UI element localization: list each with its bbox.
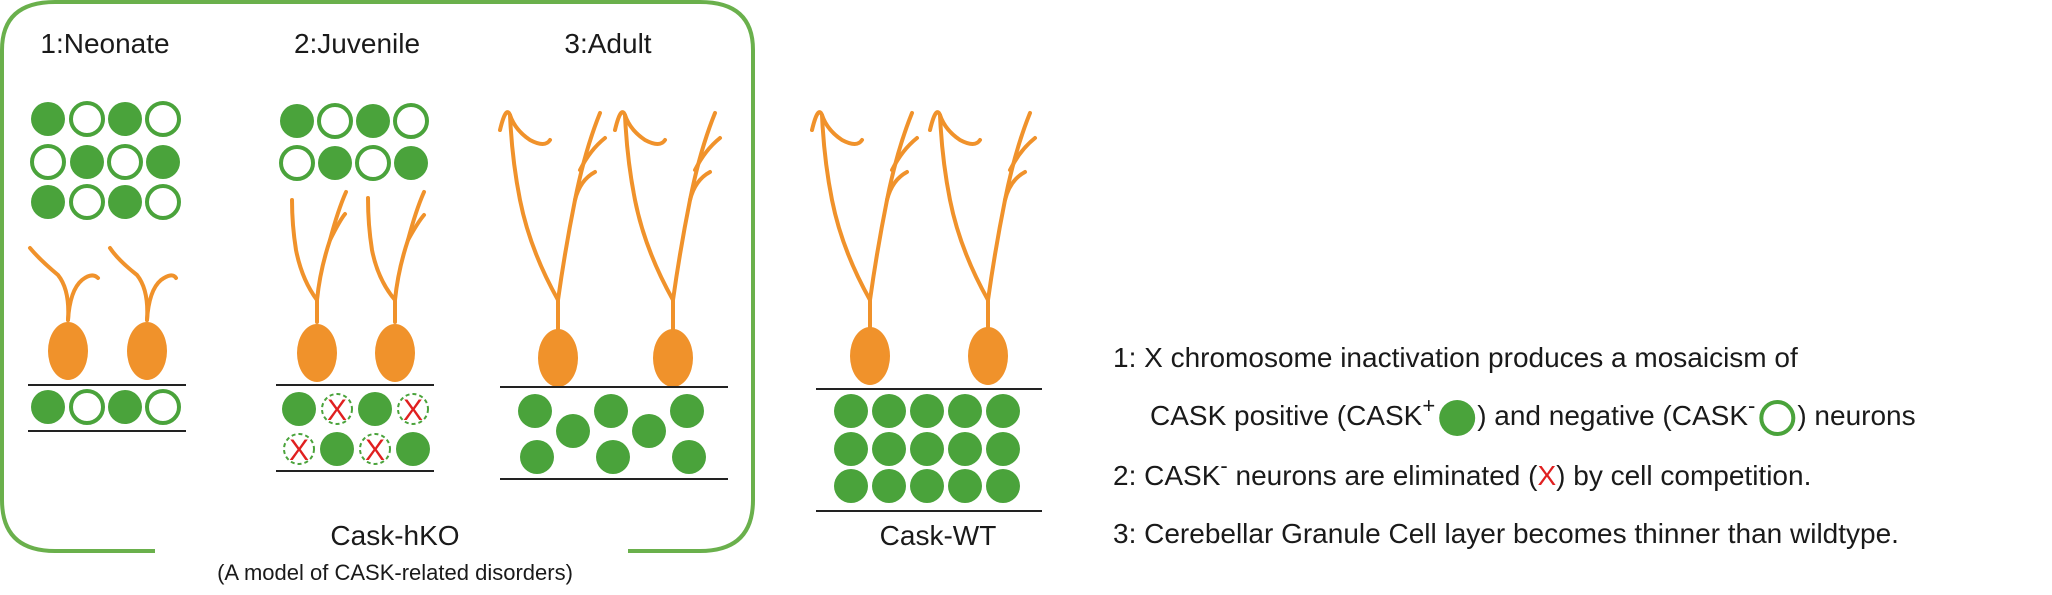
neonate-purkinje-cells — [28, 246, 178, 322]
hko-frame — [0, 0, 755, 553]
svg-text:X: X — [327, 394, 347, 427]
purkinje-soma — [968, 327, 1008, 385]
cask-positive-cell-icon — [596, 440, 630, 474]
cask-positive-cell-icon — [31, 102, 65, 136]
eliminated-cell-x-icon: X — [359, 433, 391, 467]
purkinje-soma — [127, 322, 167, 380]
cask-negative-cell-icon — [69, 101, 105, 137]
purkinje-soma — [297, 324, 337, 382]
purkinje-soma — [375, 324, 415, 382]
purkinje-soma — [653, 329, 693, 387]
cask-negative-cell-icon — [30, 144, 66, 180]
legend-cask-positive-icon — [1439, 400, 1476, 436]
cask-positive-cell-icon — [834, 469, 868, 503]
cask-positive-cell-icon — [986, 469, 1020, 503]
cask-positive-cell-icon — [872, 469, 906, 503]
cask-positive-cell-icon — [948, 469, 982, 503]
cask-negative-cell-icon — [355, 145, 391, 181]
cask-positive-cell-icon — [356, 104, 390, 138]
eliminated-cell-x-icon: X — [397, 393, 429, 427]
cask-positive-cell-icon — [910, 394, 944, 428]
legend-line-1: 1: X chromosome inactivation produces a … — [1113, 342, 1798, 373]
eliminated-cell-x-icon: X — [283, 433, 315, 467]
cask-negative-cell-icon — [279, 145, 315, 181]
cask-positive-cell-icon — [108, 185, 142, 219]
cask-negative-cell-icon — [393, 103, 429, 139]
cask-positive-cell-icon — [280, 104, 314, 138]
cask-negative-cell-icon — [69, 389, 105, 425]
legend-cask-negative-icon — [1759, 400, 1796, 436]
wt-igl-cells — [834, 394, 1020, 503]
neonate-igl-cells — [31, 389, 181, 425]
cask-positive-cell-icon — [318, 146, 352, 180]
wt-purkinje-cells — [810, 110, 1037, 332]
wt-label: Cask-WT — [880, 520, 997, 551]
cask-positive-cell-icon — [986, 394, 1020, 428]
cask-positive-cell-icon — [31, 390, 65, 424]
cask-positive-cell-icon — [518, 394, 552, 428]
cask-positive-cell-icon — [594, 394, 628, 428]
juvenile-igl-cells: X X X X — [282, 392, 430, 467]
hko-label: Cask-hKO — [330, 520, 459, 551]
neonate-egl-cells — [30, 101, 181, 220]
cask-positive-cell-icon — [108, 390, 142, 424]
legend-line-3: 2: CASK- neurons are eliminated (X) by c… — [1113, 453, 1811, 491]
cask-positive-cell-icon — [632, 414, 666, 448]
hko-sublabel: (A model of CASK-related disorders) — [217, 560, 573, 585]
cask-positive-cell-icon — [672, 440, 706, 474]
cask-positive-cell-icon — [282, 392, 316, 426]
purkinje-soma — [538, 329, 578, 387]
cask-positive-cell-icon — [834, 432, 868, 466]
cask-positive-cell-icon — [910, 432, 944, 466]
cask-positive-cell-icon — [986, 432, 1020, 466]
cask-negative-cell-icon — [107, 144, 143, 180]
svg-text:X: X — [289, 434, 309, 467]
cask-negative-cell-icon — [69, 184, 105, 220]
legend-line-2: CASK positive (CASK+) and negative (CASK… — [1150, 393, 1916, 431]
cask-positive-cell-icon — [31, 185, 65, 219]
cask-positive-cell-icon — [670, 394, 704, 428]
cask-negative-cell-icon — [145, 184, 181, 220]
cask-positive-cell-icon — [948, 394, 982, 428]
adult-hko-purkinje-cells — [498, 110, 722, 332]
cask-positive-cell-icon — [556, 414, 590, 448]
cask-positive-cell-icon — [108, 102, 142, 136]
juvenile-purkinje-cells — [290, 190, 426, 324]
eliminated-cell-x-icon: X — [321, 393, 353, 427]
svg-text:X: X — [403, 394, 423, 427]
cask-positive-cell-icon — [910, 469, 944, 503]
cask-negative-cell-icon — [145, 101, 181, 137]
cask-positive-cell-icon — [394, 146, 428, 180]
cask-positive-cell-icon — [948, 432, 982, 466]
cask-positive-cell-icon — [70, 145, 104, 179]
purkinje-soma — [48, 322, 88, 380]
adult-hko-igl-cells — [518, 394, 706, 474]
stage-title-neonate: 1:Neonate — [40, 28, 169, 59]
cask-positive-cell-icon — [358, 392, 392, 426]
stage-title-adult: 3:Adult — [564, 28, 651, 59]
cask-positive-cell-icon — [520, 440, 554, 474]
cask-positive-cell-icon — [320, 432, 354, 466]
cask-positive-cell-icon — [834, 394, 868, 428]
cask-positive-cell-icon — [872, 432, 906, 466]
cask-positive-cell-icon — [872, 394, 906, 428]
legend-line-4: 3: Cerebellar Granule Cell layer becomes… — [1113, 518, 1899, 549]
svg-text:X: X — [365, 434, 385, 467]
cask-negative-cell-icon — [317, 103, 353, 139]
cask-negative-cell-icon — [145, 389, 181, 425]
purkinje-soma — [850, 327, 890, 385]
juvenile-egl-cells — [279, 103, 429, 181]
cask-positive-cell-icon — [146, 145, 180, 179]
cask-positive-cell-icon — [396, 432, 430, 466]
stage-title-juvenile: 2:Juvenile — [294, 28, 420, 59]
